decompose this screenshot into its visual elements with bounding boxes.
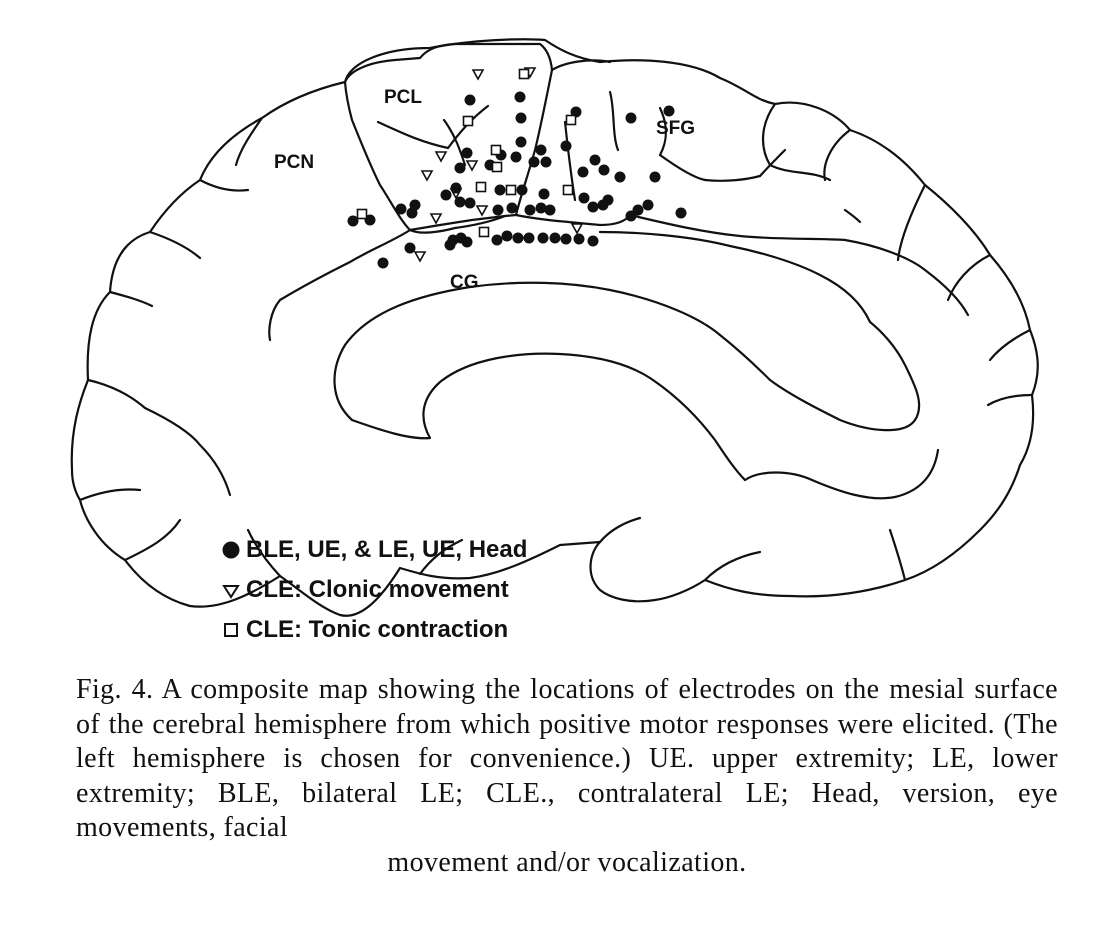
legend-item-filled-circle: BLE, UE, & LE, UE, Head (218, 530, 527, 570)
electrode-triangle (471, 69, 485, 81)
electrode-filled-circle (516, 184, 528, 196)
figure-caption: Fig. 4. A composite map showing the loca… (76, 673, 1058, 880)
electrode-filled-circle (395, 203, 407, 215)
electrode-filled-circle (454, 196, 466, 208)
electrode-square (462, 115, 474, 127)
electrode-filled-circle (587, 235, 599, 247)
electrode-filled-circle (406, 207, 418, 219)
electrode-square (562, 184, 574, 196)
electrode-filled-circle (560, 140, 572, 152)
electrode-triangle (449, 188, 463, 200)
electrode-square (518, 68, 530, 80)
filled-circle-icon (218, 540, 244, 560)
electrode-filled-circle (506, 202, 518, 214)
region-label-cg: CG (450, 272, 479, 293)
electrode-square (478, 226, 490, 238)
legend-item-square: CLE: Tonic contraction (218, 610, 527, 650)
electrode-filled-circle (461, 147, 473, 159)
electrode-filled-circle (377, 257, 389, 269)
caption-text: Fig. 4. A composite map showing the loca… (76, 674, 1058, 843)
electrode-filled-circle (444, 239, 456, 251)
electrode-filled-circle (675, 207, 687, 219)
electrode-filled-circle (491, 234, 503, 246)
electrode-filled-circle (573, 233, 585, 245)
electrode-triangle (475, 205, 489, 217)
electrode-triangle (420, 170, 434, 182)
pcl-boundary (343, 42, 554, 232)
legend-label-filled-circle: BLE, UE, & LE, UE, Head (246, 536, 528, 563)
electrode-filled-circle (450, 182, 462, 194)
caption-last-line: movement and/or vocalization. (387, 846, 747, 878)
electrode-filled-circle (454, 162, 466, 174)
electrode-filled-circle (598, 164, 610, 176)
electrode-filled-circle (535, 144, 547, 156)
electrode-markers (347, 67, 687, 269)
electrode-triangle (429, 213, 443, 225)
legend-label-triangle: CLE: Clonic movement (246, 576, 509, 603)
electrode-filled-circle (494, 184, 506, 196)
legend: BLE, UE, & LE, UE, Head CLE: Clonic move… (218, 530, 527, 650)
electrode-filled-circle (540, 156, 552, 168)
electrode-filled-circle (524, 204, 536, 216)
electrode-filled-circle (523, 232, 535, 244)
region-label-pcl: PCL (384, 87, 422, 108)
electrode-filled-circle (515, 112, 527, 124)
electrode-square (490, 144, 502, 156)
electrode-filled-circle (578, 192, 590, 204)
electrode-filled-circle (663, 105, 675, 117)
electrode-filled-circle (404, 242, 416, 254)
electrode-filled-circle (535, 202, 547, 214)
electrode-square (505, 184, 517, 196)
electrode-filled-circle (537, 232, 549, 244)
electrode-filled-circle (528, 156, 540, 168)
electrode-filled-circle (602, 194, 614, 206)
electrode-triangle (570, 223, 584, 235)
electrode-filled-circle (461, 236, 473, 248)
electrode-filled-circle (625, 210, 637, 222)
electrode-filled-circle (347, 215, 359, 227)
electrode-filled-circle (549, 232, 561, 244)
electrode-filled-circle (440, 189, 452, 201)
electrode-filled-circle (512, 232, 524, 244)
hemisphere-outline (70, 38, 1039, 617)
electrode-filled-circle (614, 171, 626, 183)
electrode-square (565, 114, 577, 126)
electrode-filled-circle (515, 136, 527, 148)
corpus-callosum-outline (333, 230, 921, 432)
electrode-triangle (434, 151, 448, 163)
electrode-filled-circle (514, 91, 526, 103)
electrode-square (356, 208, 368, 220)
electrode-filled-circle (464, 197, 476, 209)
electrode-filled-circle (544, 204, 556, 216)
electrode-triangle (465, 160, 479, 172)
electrode-filled-circle (642, 199, 654, 211)
electrode-filled-circle (492, 204, 504, 216)
electrode-triangle (413, 251, 427, 263)
electrode-square (475, 181, 487, 193)
legend-item-triangle: CLE: Clonic movement (218, 570, 527, 610)
square-icon (218, 620, 244, 640)
region-label-sfg: SFG (656, 118, 695, 139)
electrode-square (491, 161, 503, 173)
electrode-filled-circle (625, 112, 637, 124)
electrode-filled-circle (560, 233, 572, 245)
triangle-down-icon (218, 580, 244, 600)
electrode-filled-circle (589, 154, 601, 166)
electrode-filled-circle (577, 166, 589, 178)
region-label-pcn: PCN (274, 152, 314, 173)
electrode-filled-circle (649, 171, 661, 183)
electrode-filled-circle (587, 201, 599, 213)
electrode-filled-circle (538, 188, 550, 200)
legend-label-square: CLE: Tonic contraction (246, 616, 509, 643)
electrode-filled-circle (501, 230, 513, 242)
electrode-filled-circle (464, 94, 476, 106)
electrode-filled-circle (510, 151, 522, 163)
